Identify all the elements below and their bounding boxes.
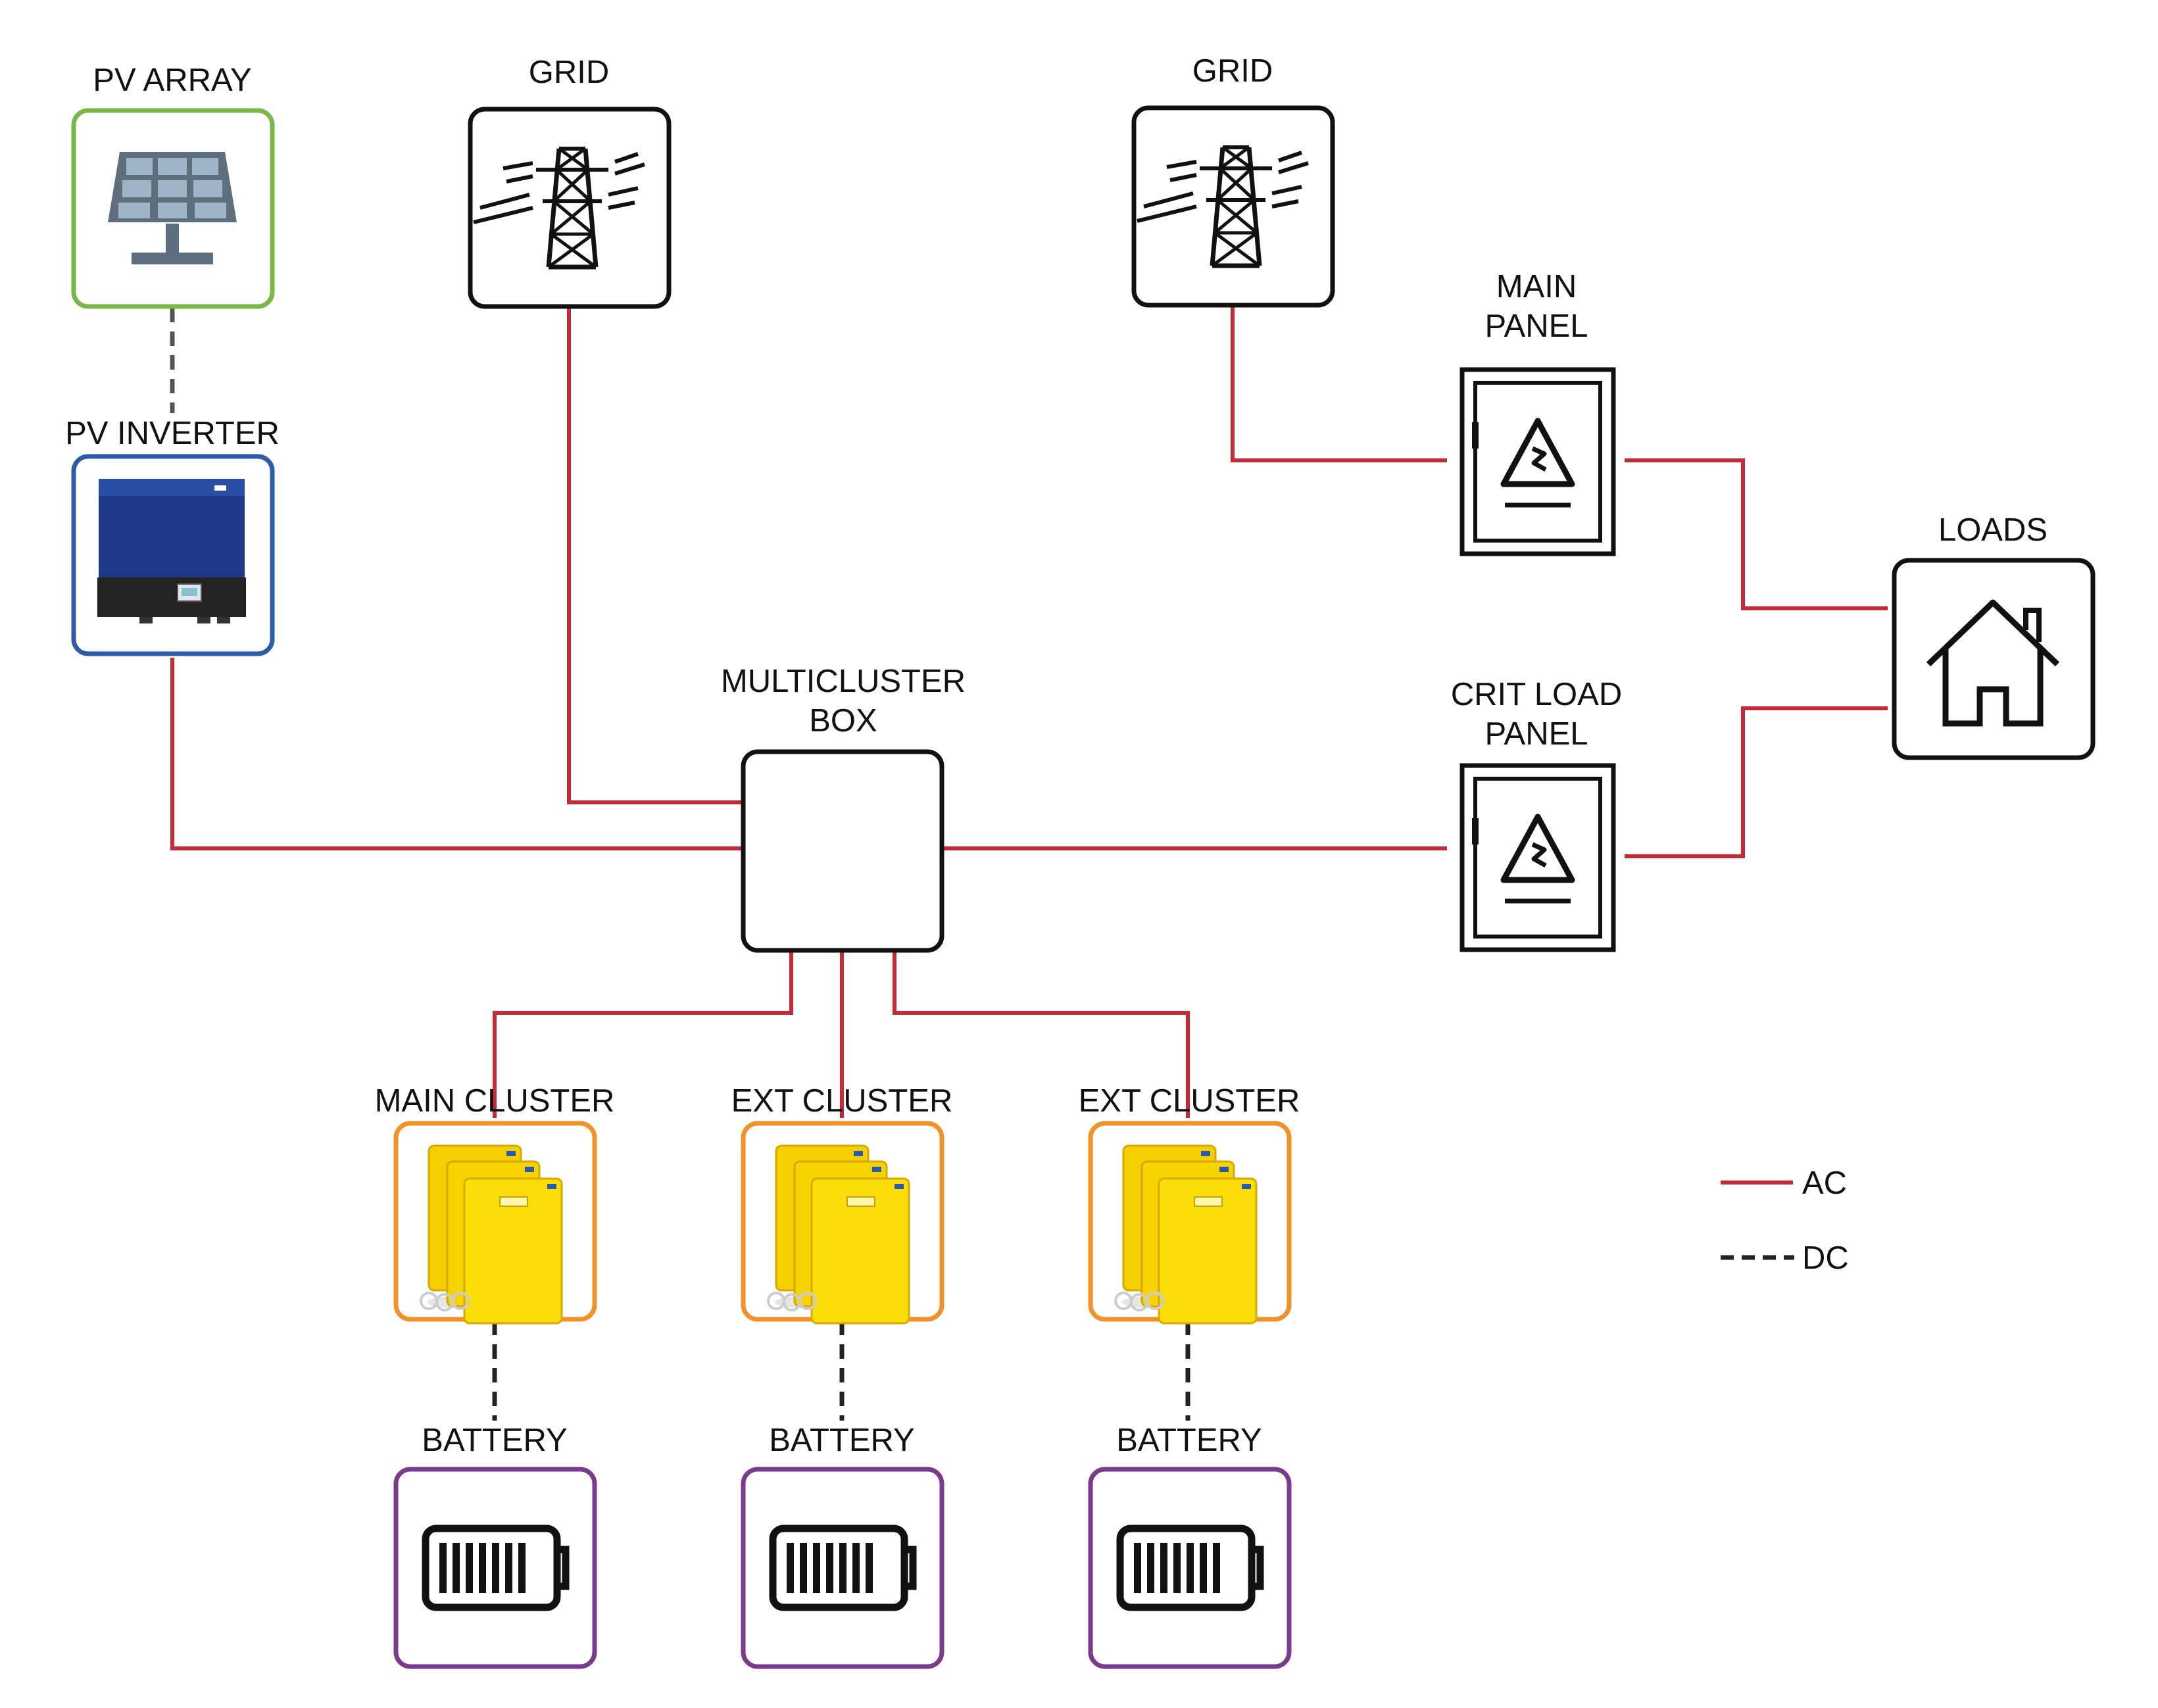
crit-load-panel-node: CRIT LOAD PANEL <box>1451 677 1622 950</box>
main-cluster-label: MAIN CLUSTER <box>375 1083 615 1119</box>
loads-box <box>1892 558 2096 760</box>
battery-1-label: BATTERY <box>422 1423 567 1458</box>
crit-load-panel-label-line1: CRIT LOAD <box>1451 677 1622 712</box>
ext-cluster-2-label: EXT CLUSTER <box>1079 1083 1300 1119</box>
grid-right-box <box>1131 105 1335 308</box>
loads-node: LOADS <box>1892 512 2096 760</box>
main-panel-label-line2: PANEL <box>1484 308 1588 344</box>
crit-load-panel-label-line2: PANEL <box>1484 716 1588 752</box>
main-panel-label-line1: MAIN <box>1496 269 1577 305</box>
pv-inverter-node: PV INVERTER <box>65 416 280 656</box>
ac-line-crit-load-panel-to-loads <box>1625 706 1888 858</box>
multicluster-box-node: MULTICLUSTER BOX <box>721 664 966 953</box>
grid-left-box <box>468 107 672 309</box>
multicluster-box <box>741 749 944 953</box>
battery-3-node: BATTERY <box>1088 1423 1292 1669</box>
grid-left-label: GRID <box>529 55 610 90</box>
pv-inverter-label: PV INVERTER <box>65 416 280 451</box>
ext-cluster-1-node: EXT CLUSTER <box>731 1083 953 1325</box>
pv-array-node: PV ARRAY <box>71 62 275 309</box>
multicluster-box-label-line2: BOX <box>809 703 877 739</box>
grid-right-label: GRID <box>1192 53 1273 89</box>
ac-line-main-panel-to-loads <box>1625 458 1888 610</box>
grid-right-node: GRID <box>1131 53 1335 308</box>
legend-ac-label: AC <box>1802 1165 1847 1201</box>
battery-2-label: BATTERY <box>769 1423 914 1458</box>
battery-3-label: BATTERY <box>1116 1423 1262 1458</box>
main-panel-node: MAIN PANEL <box>1462 269 1613 554</box>
ac-line-right-grid-to-main-panel <box>1231 306 1447 462</box>
ac-line-left-grid-to-mcb <box>567 308 743 804</box>
ac-line-pv-inverter-to-mcb <box>170 658 743 850</box>
multicluster-box-label-line1: MULTICLUSTER <box>721 664 966 699</box>
battery-2-node: BATTERY <box>741 1423 944 1669</box>
solar-panel-icon <box>108 152 237 264</box>
battery-1-node: BATTERY <box>393 1423 597 1669</box>
legend-dc-label: DC <box>1802 1240 1849 1276</box>
inverter-image <box>97 479 246 623</box>
ac-line-mcb-to-main-cluster <box>493 952 793 1118</box>
electrical-panel-icon <box>1462 766 1613 950</box>
legend: AC DC <box>1721 1165 1849 1276</box>
ext-cluster-1-label: EXT CLUSTER <box>731 1083 953 1119</box>
loads-label: LOADS <box>1938 512 2048 548</box>
main-cluster-node: MAIN CLUSTER <box>375 1083 615 1325</box>
ext-cluster-2-node: EXT CLUSTER <box>1079 1083 1300 1325</box>
electrical-panel-icon <box>1462 370 1613 554</box>
ac-line-mcb-to-ext-cluster-2 <box>893 952 1190 1118</box>
grid-left-node: GRID <box>468 55 672 309</box>
connections <box>170 306 1888 1421</box>
house-icon <box>1926 599 2060 727</box>
pv-array-label: PV ARRAY <box>93 62 251 98</box>
